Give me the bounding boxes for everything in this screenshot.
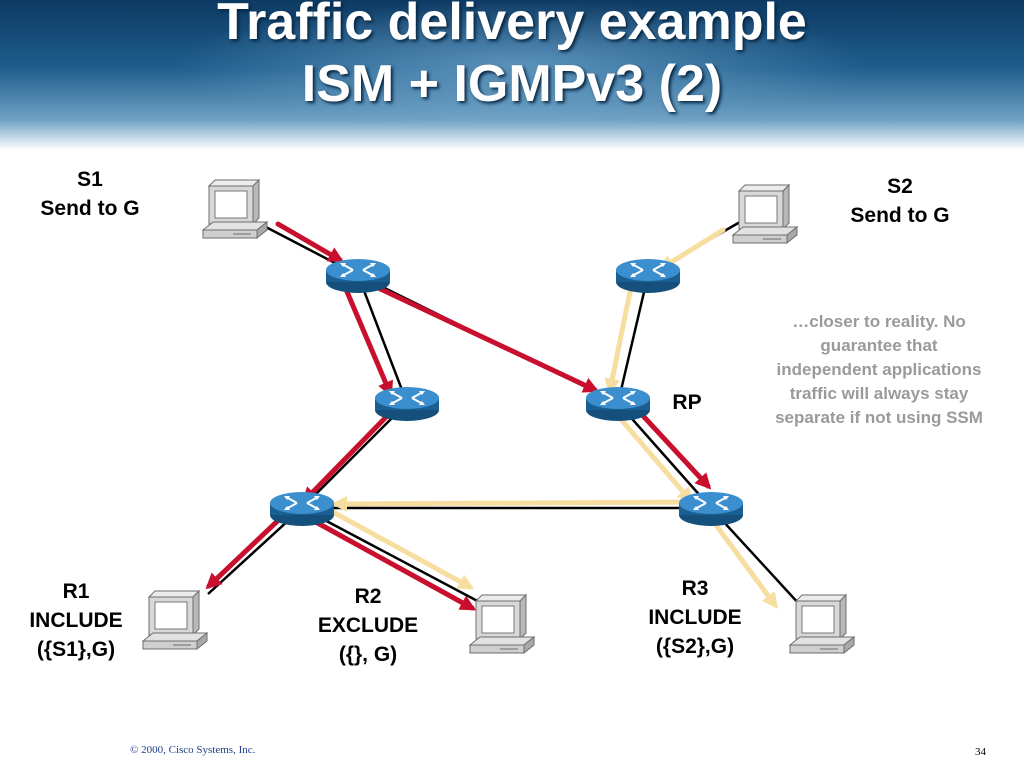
host-r2-computer-icon: [469, 594, 535, 654]
s1-flow-arrow: [369, 282, 600, 393]
s2-traffic-flows: [319, 227, 778, 609]
link-rtr-rp: [616, 274, 650, 404]
router-rp: [585, 386, 651, 422]
label-s2-detail: Send to G: [850, 204, 950, 227]
slide-title-line2: ISM + IGMPv3 (2): [301, 55, 723, 113]
label-r3-filter: ({S2},G): [655, 635, 735, 658]
label-s1: S1 Send to G: [20, 165, 160, 223]
link-rml-rbl: [301, 402, 408, 509]
note-text: …closer to reality. No guarantee that in…: [775, 312, 983, 427]
link-rp-rbr: [617, 402, 712, 509]
label-r3-name: R3: [681, 577, 709, 600]
label-r3-mode: INCLUDE: [648, 606, 742, 629]
s1-flow-arrow: [311, 518, 477, 611]
s1-flow-arrow: [275, 221, 345, 263]
host-s2-computer-icon: [732, 184, 798, 244]
s1-flow-arrow: [301, 410, 393, 504]
router-top-left: [325, 258, 391, 294]
host-r3-computer-icon: [789, 594, 855, 654]
page-number: 34: [975, 746, 986, 758]
router-top-right: [615, 258, 681, 294]
label-r2-mode: EXCLUDE: [317, 614, 419, 637]
banner-glow: [170, 0, 870, 130]
label-r2: R2 EXCLUDE ({}, G): [303, 582, 433, 669]
s1-flow-arrow: [205, 508, 291, 590]
copyright-footer: © 2000, Cisco Systems, Inc.: [130, 744, 256, 756]
s2-flow-arrow: [331, 495, 708, 512]
label-s1-detail: Send to G: [40, 197, 140, 220]
label-r1-filter: ({S1},G): [36, 638, 116, 661]
label-rp: RP: [672, 391, 702, 414]
s2-flow-arrow: [710, 518, 778, 609]
s2-flow-arrow: [604, 279, 635, 395]
router-middle-left: [374, 386, 440, 422]
host-s1-computer-icon: [202, 179, 268, 239]
s2-flow-arrow: [610, 407, 694, 504]
label-r3: R3 INCLUDE ({S2},G): [630, 574, 760, 661]
label-r2-filter: ({}, G): [338, 643, 398, 666]
label-r1-name: R1: [62, 580, 90, 603]
router-bottom-left: [269, 491, 335, 527]
link-rtl-rml: [356, 274, 409, 404]
title-banner: [0, 0, 1024, 150]
host-r1-computer-icon: [142, 590, 208, 650]
router-bottom-right: [678, 491, 744, 527]
label-r1: R1 INCLUDE ({S1},G): [14, 577, 138, 664]
label-s1-name: S1: [77, 168, 103, 191]
slide-title-line1: Traffic delivery example: [217, 0, 807, 51]
label-s2: S2 Send to G: [830, 172, 970, 230]
s2-flow-arrow: [319, 503, 475, 590]
links: [207, 220, 801, 607]
s2-flow-arrow: [657, 227, 726, 271]
s1-traffic-flows: [205, 221, 712, 611]
label-r1-mode: INCLUDE: [29, 609, 123, 632]
s1-flow-arrow: [342, 284, 393, 398]
label-s2-name: S2: [887, 175, 913, 198]
link-rbl-r2: [301, 506, 486, 607]
label-r2-name: R2: [354, 585, 382, 608]
s1-flow-arrow: [629, 401, 712, 490]
